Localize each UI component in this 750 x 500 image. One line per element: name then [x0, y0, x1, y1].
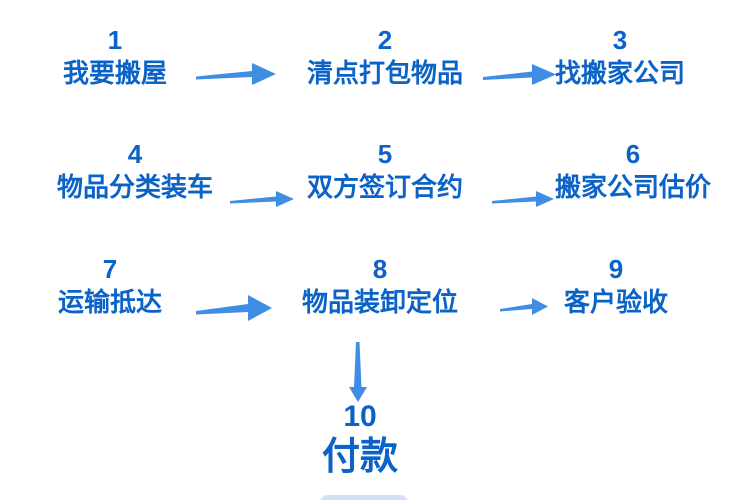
arrow-8-to-10-down-icon	[349, 342, 367, 402]
step-4-label: 物品分类装车	[56, 172, 213, 202]
arrow-8-to-9-icon	[500, 298, 548, 315]
step-7-label: 运输抵达	[57, 287, 162, 317]
step-6: 6 搬家公司估价	[553, 138, 713, 204]
step-9-label: 客户验收	[563, 287, 668, 317]
arrow-1-to-2-icon	[196, 63, 276, 85]
step-7-number: 7	[102, 254, 118, 284]
step-8-number: 8	[372, 254, 388, 284]
step-5: 5 双方签订合约	[305, 138, 465, 204]
step-1-label: 我要搬屋	[62, 58, 167, 88]
step-6-number: 6	[625, 139, 641, 169]
step-4: 4 物品分类装车	[55, 138, 215, 204]
step-2: 2 清点打包物品	[305, 24, 465, 90]
cropped-bottom-element	[320, 495, 408, 500]
step-4-number: 4	[127, 139, 143, 169]
step-5-label: 双方签订合约	[306, 172, 463, 202]
step-3: 3 找搬家公司	[540, 24, 700, 90]
arrow-7-to-8-icon	[196, 295, 272, 321]
step-6-label: 搬家公司估价	[554, 172, 711, 202]
step-10-label: 付款	[321, 436, 398, 478]
step-9-number: 9	[608, 254, 624, 284]
step-10: 10 付款	[280, 400, 440, 480]
step-2-label: 清点打包物品	[306, 58, 463, 88]
step-3-label: 找搬家公司	[554, 58, 685, 88]
step-3-number: 3	[612, 25, 628, 55]
step-10-number: 10	[343, 400, 377, 433]
step-8-label: 物品装卸定位	[301, 287, 458, 317]
step-2-number: 2	[377, 25, 393, 55]
arrow-5-to-6-icon	[492, 191, 554, 207]
step-9: 9 客户验收	[536, 253, 696, 319]
step-5-number: 5	[377, 139, 393, 169]
arrow-2-to-3-icon	[483, 64, 556, 85]
step-7: 7 运输抵达	[30, 253, 190, 319]
step-1-number: 1	[107, 25, 123, 55]
step-1: 1 我要搬屋	[35, 24, 195, 90]
step-8: 8 物品装卸定位	[300, 253, 460, 319]
arrow-4-to-5-icon	[230, 191, 294, 207]
